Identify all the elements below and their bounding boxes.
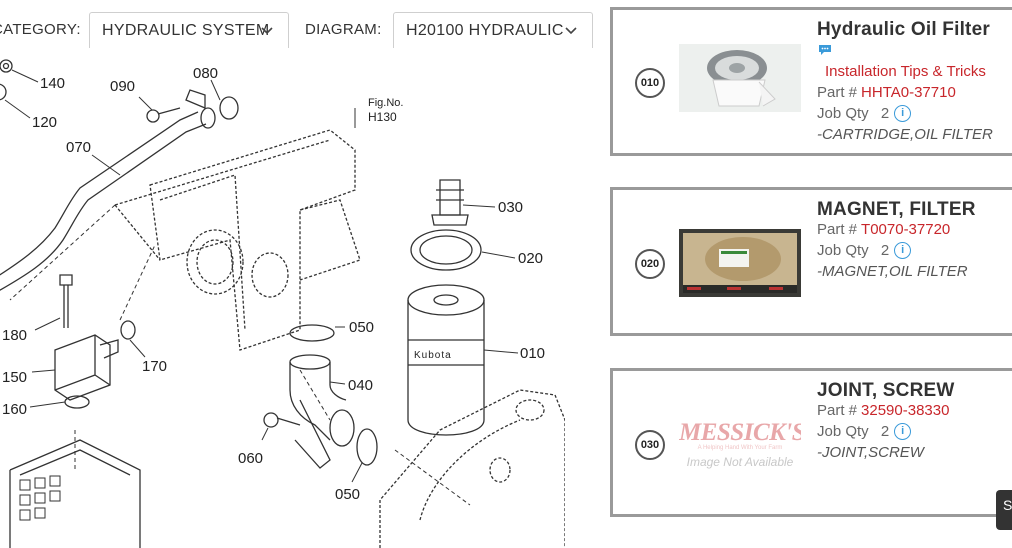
part-title: Hydraulic Oil Filter bbox=[817, 19, 990, 40]
part-number-row: Part #T0070-37720 bbox=[817, 221, 950, 238]
part-card-010[interactable]: 010 Hydraulic Oil Filter Installation Ti… bbox=[610, 7, 1012, 156]
callout-030[interactable]: 030 bbox=[498, 199, 523, 216]
callout-160[interactable]: 160 bbox=[2, 401, 27, 418]
chevron-down-icon bbox=[565, 27, 577, 35]
callout-010[interactable]: 010 bbox=[520, 345, 545, 362]
fig-ref: H130 bbox=[368, 110, 397, 124]
callout-050[interactable]: 050 bbox=[349, 319, 374, 336]
filter-brand-text: Kubota bbox=[414, 350, 452, 361]
callout-060[interactable]: 060 bbox=[238, 450, 263, 467]
part-number-label: Part # bbox=[817, 221, 858, 238]
callout-120[interactable]: 120 bbox=[32, 114, 57, 131]
part-number-link[interactable]: HHTA0-37710 bbox=[861, 84, 956, 101]
job-qty-value: 2 bbox=[880, 242, 890, 259]
callout-150[interactable]: 150 bbox=[2, 369, 27, 386]
callout-020[interactable]: 020 bbox=[518, 250, 543, 267]
job-qty-value: 2 bbox=[880, 105, 890, 122]
callout-080[interactable]: 080 bbox=[193, 65, 218, 82]
callout-040[interactable]: 040 bbox=[348, 377, 373, 394]
side-tab-button[interactable]: S bbox=[996, 490, 1012, 530]
part-description: -JOINT,SCREW bbox=[817, 444, 924, 461]
part-number-row: Part #32590-38330 bbox=[817, 402, 949, 419]
callout-180[interactable]: 180 bbox=[2, 327, 27, 344]
job-qty-label: Job Qty bbox=[817, 105, 869, 122]
magnet-package-photo[interactable] bbox=[679, 229, 801, 297]
chat-bubble-icon[interactable] bbox=[818, 44, 832, 56]
part-number-label: Part # bbox=[817, 402, 858, 419]
info-icon[interactable]: i bbox=[894, 105, 912, 122]
installation-tips-link[interactable]: Installation Tips & Tricks bbox=[825, 63, 986, 80]
magnet-package-photo-icon bbox=[679, 229, 801, 297]
ref-badge: 020 bbox=[635, 249, 665, 279]
part-description: -MAGNET,OIL FILTER bbox=[817, 263, 968, 280]
placeholder-brand: MESSICK'S bbox=[679, 419, 801, 446]
placeholder-text: Image Not Available bbox=[686, 455, 794, 469]
callout-050-lower[interactable]: 050 bbox=[335, 486, 360, 503]
callout-090[interactable]: 090 bbox=[110, 78, 135, 95]
part-card-030[interactable]: 030 MESSICK'S A Helping Hand With Your F… bbox=[610, 368, 1012, 517]
ref-badge: 030 bbox=[635, 430, 665, 460]
chevron-down-icon bbox=[261, 27, 273, 35]
callout-070[interactable]: 070 bbox=[66, 139, 91, 156]
filter-bar: CATEGORY: HYDRAULIC SYSTEM DIAGRAM: H201… bbox=[0, 0, 600, 52]
info-icon[interactable]: i bbox=[894, 242, 912, 259]
oil-filter-photo-icon bbox=[679, 44, 801, 112]
part-number-link[interactable]: T0070-37720 bbox=[861, 221, 951, 238]
callout-170[interactable]: 170 bbox=[142, 358, 167, 375]
job-qty-label: Job Qty bbox=[817, 242, 869, 259]
category-select[interactable]: HYDRAULIC SYSTEM bbox=[89, 12, 289, 48]
parts-list: 010 Hydraulic Oil Filter Installation Ti… bbox=[610, 0, 1012, 548]
part-number-label: Part # bbox=[817, 84, 858, 101]
oil-filter-photo[interactable] bbox=[679, 44, 801, 112]
job-qty-label: Job Qty bbox=[817, 423, 869, 440]
callout-140[interactable]: 140 bbox=[40, 75, 65, 92]
part-card-020[interactable]: 020 MAGNET, FILTER Part #T0070-37720 Job… bbox=[610, 187, 1012, 336]
info-icon[interactable]: i bbox=[894, 423, 912, 440]
diagram-label: DIAGRAM: bbox=[305, 21, 382, 38]
diagram-select[interactable]: H20100 HYDRAULIC bbox=[393, 12, 593, 48]
part-number-row: Part #HHTA0-37710 bbox=[817, 84, 956, 101]
fig-no-label: Fig.No. bbox=[368, 97, 403, 109]
exploded-view-drawing: Kubota Fig.No. H130 140 120 090 080 070 … bbox=[0, 59, 565, 548]
placeholder-tagline: A Helping Hand With Your Farm bbox=[697, 445, 783, 451]
job-qty-value: 2 bbox=[880, 423, 890, 440]
part-title: MAGNET, FILTER bbox=[817, 199, 976, 220]
part-description: -CARTRIDGE,OIL FILTER bbox=[817, 126, 993, 143]
part-number-link[interactable]: 32590-38330 bbox=[861, 402, 950, 419]
category-select-value: HYDRAULIC SYSTEM bbox=[102, 22, 270, 39]
category-label: CATEGORY: bbox=[0, 21, 81, 38]
parts-diagram[interactable]: Kubota Fig.No. H130 140 120 090 080 070 … bbox=[0, 36, 565, 548]
diagram-select-value: H20100 HYDRAULIC bbox=[406, 22, 564, 39]
ref-badge: 010 bbox=[635, 68, 665, 98]
part-title: JOINT, SCREW bbox=[817, 380, 955, 401]
image-not-available[interactable]: MESSICK'S A Helping Hand With Your Farm … bbox=[679, 410, 801, 478]
